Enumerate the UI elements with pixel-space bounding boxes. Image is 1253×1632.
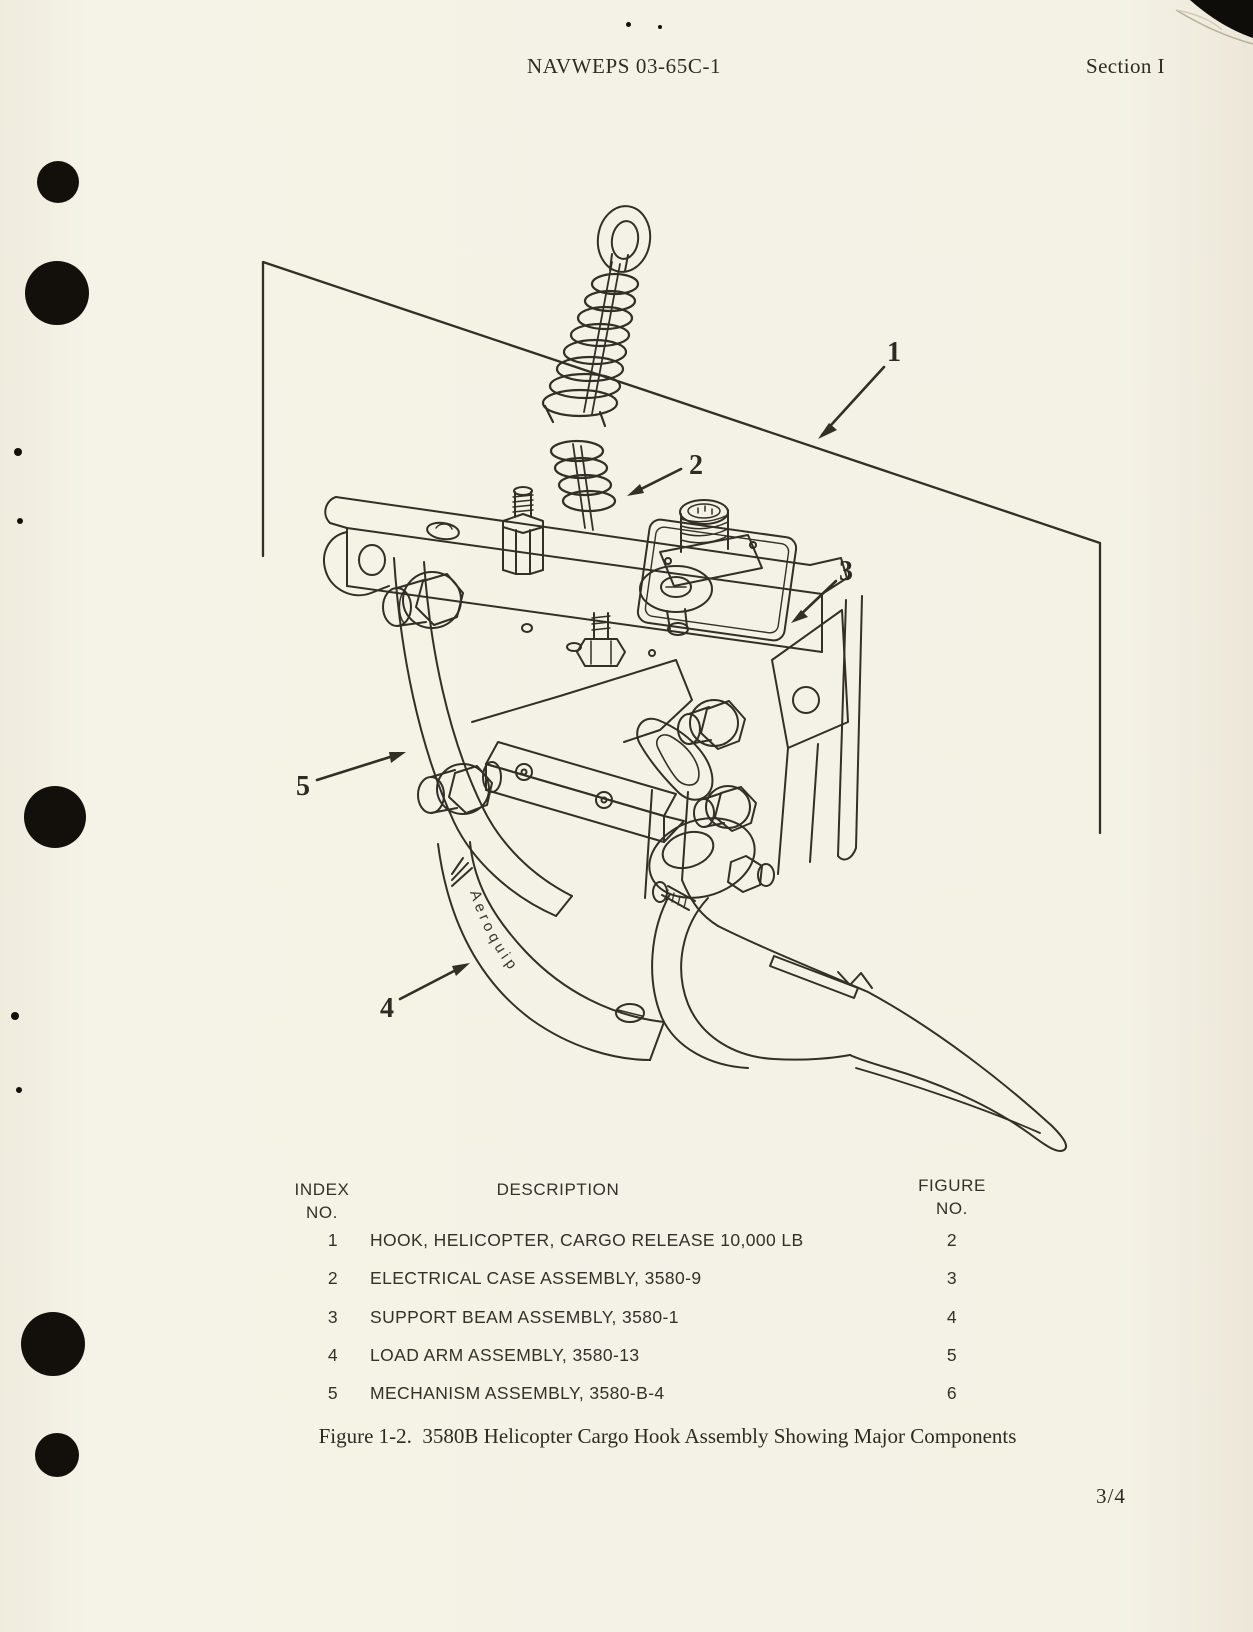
description-cell: ELECTRICAL CASE ASSEMBLY, 3580-9 bbox=[370, 1268, 702, 1288]
electrical-connector bbox=[659, 499, 763, 587]
table-row: 2 ELECTRICAL CASE ASSEMBLY, 3580-9 3 bbox=[0, 1268, 1100, 1306]
callout-numbers: 1 2 3 4 5 bbox=[296, 337, 901, 1024]
callout-3: 3 bbox=[839, 556, 853, 587]
description-header: DESCRIPTION bbox=[496, 1180, 620, 1199]
figure-no-header: FIGURE NO. bbox=[918, 1176, 986, 1218]
release-knob bbox=[639, 565, 713, 636]
speck-mark bbox=[626, 22, 631, 27]
wing-logo-icon bbox=[451, 857, 473, 887]
hex-bolt-lower-right bbox=[693, 785, 757, 832]
binder-hole-mark bbox=[37, 161, 79, 203]
hex-bolt-upper-right bbox=[677, 699, 746, 750]
figure-cell: 4 bbox=[946, 1307, 958, 1327]
frame-plane bbox=[261, 260, 1102, 835]
index-cell: 1 bbox=[327, 1230, 339, 1250]
table-row: 3 SUPPORT BEAM ASSEMBLY, 3580-1 4 bbox=[0, 1307, 1100, 1345]
hex-plug-upper-left bbox=[382, 571, 464, 629]
figure-cell: 5 bbox=[946, 1345, 958, 1365]
callout-arrowheads bbox=[389, 423, 837, 976]
manufacturer-logo-text: Aeroquip bbox=[466, 888, 522, 976]
table-row: 5 MECHANISM ASSEMBLY, 3580-B-4 6 bbox=[0, 1383, 1100, 1421]
mechanism-side-plate bbox=[393, 557, 693, 917]
page-corner-fold bbox=[1175, 0, 1253, 45]
right-bracket bbox=[771, 595, 863, 875]
clevis-fitting bbox=[648, 817, 775, 911]
figure-cell: 3 bbox=[946, 1268, 958, 1288]
threaded-plug bbox=[576, 612, 626, 667]
binder-hole-mark bbox=[35, 1433, 79, 1477]
speck-mark bbox=[658, 25, 662, 29]
description-cell: HOOK, HELICOPTER, CARGO RELEASE 10,000 L… bbox=[370, 1230, 804, 1250]
eye-bolt bbox=[596, 205, 652, 273]
index-cell: 5 bbox=[327, 1383, 339, 1403]
hex-standoff bbox=[502, 486, 544, 575]
bar-assembly bbox=[482, 741, 685, 843]
section-label: Section I bbox=[1086, 54, 1165, 78]
cargo-hook-beak bbox=[644, 789, 1068, 1152]
binder-hole-mark bbox=[21, 1312, 85, 1376]
speck-mark bbox=[16, 1087, 22, 1093]
description-cell: LOAD ARM ASSEMBLY, 3580-13 bbox=[370, 1345, 640, 1365]
callout-5: 5 bbox=[296, 771, 310, 802]
description-cell: SUPPORT BEAM ASSEMBLY, 3580-1 bbox=[370, 1307, 679, 1327]
hex-plug-lower-left bbox=[417, 763, 493, 815]
callout-4: 4 bbox=[380, 993, 394, 1024]
binder-hole-mark bbox=[25, 261, 89, 325]
binder-hole-mark bbox=[24, 786, 86, 848]
callout-1: 1 bbox=[887, 337, 901, 368]
kidney-link bbox=[636, 717, 714, 801]
index-no-header: INDEX NO. bbox=[294, 1180, 350, 1222]
description-cell: MECHANISM ASSEMBLY, 3580-B-4 bbox=[370, 1383, 665, 1403]
index-cell: 3 bbox=[327, 1307, 339, 1327]
callout-2: 2 bbox=[689, 450, 703, 481]
figure-cell: 2 bbox=[946, 1230, 958, 1250]
load-arm bbox=[437, 841, 665, 1061]
lower-spring bbox=[549, 439, 617, 531]
table-row: 4 LOAD ARM ASSEMBLY, 3580-13 5 bbox=[0, 1345, 1100, 1383]
table-row: 1 HOOK, HELICOPTER, CARGO RELEASE 10,000… bbox=[0, 1230, 1100, 1268]
index-cell: 2 bbox=[327, 1268, 339, 1288]
upper-spring bbox=[541, 261, 640, 428]
page-number: 3/4 bbox=[1096, 1484, 1126, 1508]
figure-caption: Figure 1-2. 3580B Helicopter Cargo Hook … bbox=[318, 1424, 1017, 1448]
speck-mark bbox=[11, 1012, 19, 1020]
speck-mark bbox=[17, 518, 23, 524]
electrical-case bbox=[636, 518, 798, 642]
doc-number: NAVWEPS 03-65C-1 bbox=[527, 54, 722, 78]
speck-mark bbox=[14, 448, 22, 456]
figure-cell: 6 bbox=[946, 1383, 958, 1403]
index-cell: 4 bbox=[327, 1345, 339, 1365]
